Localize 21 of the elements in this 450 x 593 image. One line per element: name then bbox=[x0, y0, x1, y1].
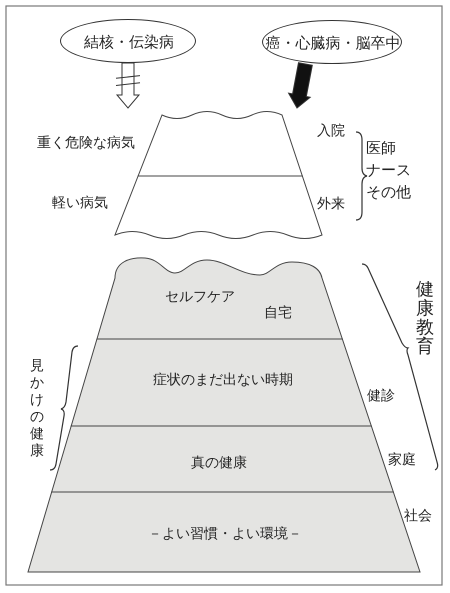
side-label: 家庭 bbox=[388, 452, 416, 468]
arrow bbox=[288, 62, 313, 109]
side-label: 医師 bbox=[366, 140, 396, 156]
side-label: ナース bbox=[366, 162, 411, 178]
band-label: 真の健康 bbox=[191, 455, 247, 471]
side-label: 入院 bbox=[317, 123, 345, 139]
side-label: 健診 bbox=[367, 388, 395, 404]
side-label: 見かけの健康 bbox=[30, 358, 44, 460]
bubble-text: 結核・伝染病 bbox=[84, 34, 174, 50]
side-label: 外来 bbox=[317, 196, 345, 212]
side-label: 健康教育 bbox=[416, 280, 434, 356]
band-label: －よい習慣・よい環境－ bbox=[148, 526, 302, 542]
side-label: 社会 bbox=[404, 508, 432, 524]
bubble-text: 癌・心臓病・脳卒中 bbox=[266, 35, 400, 51]
band-label: 症状のまだ出ない時期 bbox=[153, 372, 293, 388]
band-label: 軽い病気 bbox=[52, 195, 108, 211]
band-label: 自宅 bbox=[264, 305, 292, 321]
arrow bbox=[116, 62, 140, 109]
band-label: セルフケア bbox=[165, 289, 235, 305]
side-label: その他 bbox=[366, 184, 411, 200]
band-label: 重く危険な病気 bbox=[37, 135, 135, 151]
